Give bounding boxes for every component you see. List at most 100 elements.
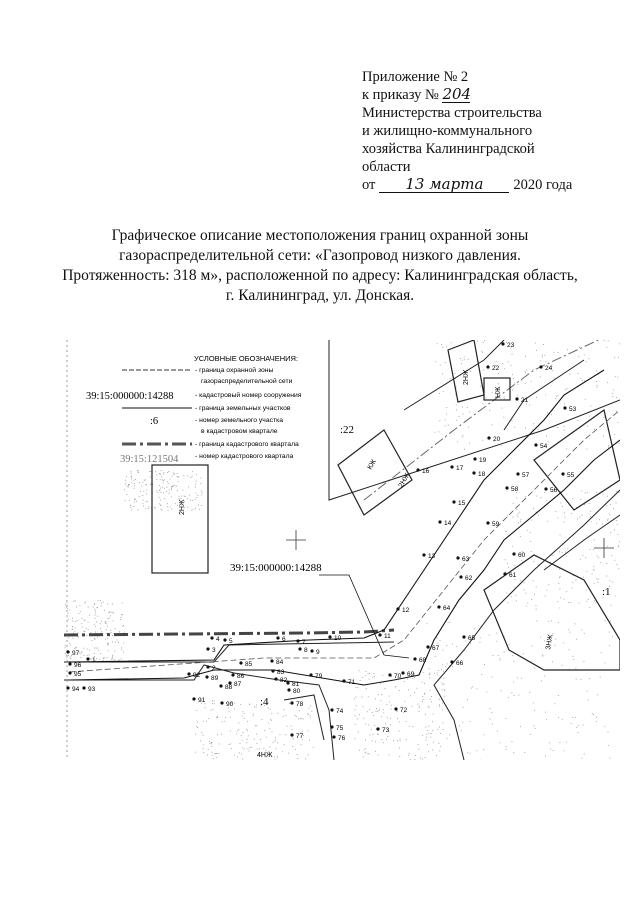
boundary-point-marker	[309, 673, 313, 677]
ministry-line-2: и жилищно-коммунального	[362, 123, 533, 139]
title-line-2: газораспределительной сети: «Газопровод …	[119, 247, 521, 264]
boundary-point-marker	[516, 472, 520, 476]
boundary-point-number: 53	[569, 406, 577, 413]
legend-item-1: - граница охранной зоны	[195, 366, 274, 374]
parcel-boundaries	[64, 340, 620, 760]
boundary-point-number: 54	[540, 443, 548, 450]
boundary-point-marker	[287, 688, 291, 692]
boundary-point-number: 73	[382, 727, 390, 734]
protection-zone	[68, 369, 620, 686]
building-label-4: 2НЖ	[463, 369, 470, 385]
boundary-point-number: 84	[276, 659, 284, 666]
building-label-2: КЖ	[367, 458, 379, 471]
boundary-point-marker	[426, 645, 430, 649]
boundary-point-marker	[332, 735, 336, 739]
ministry-line-4: области	[362, 159, 411, 175]
appendix-number: Приложение № 2	[362, 69, 469, 85]
boundary-point-marker	[239, 661, 243, 665]
boundary-point-marker	[330, 725, 334, 729]
boundary-point-marker	[539, 365, 543, 369]
legend-item-3: - кадастровый номер сооружения	[195, 391, 302, 399]
boundary-point-marker	[66, 650, 70, 654]
boundary-point-number: 72	[400, 707, 408, 714]
boundary-point-number: 94	[72, 686, 80, 693]
document-title: Графическое описание местоположения гран…	[40, 226, 600, 306]
order-prefix: к приказу №	[362, 87, 439, 103]
legend-item-5: - номер земельного участка	[195, 417, 283, 424]
boundary-point-number: 22	[492, 365, 500, 372]
boundary-point-marker	[462, 635, 466, 639]
quarter-boundary	[64, 628, 395, 637]
date-suffix: 2020 года	[513, 177, 573, 193]
title-line-3: Протяженность: 318 м», расположенной по …	[62, 267, 578, 284]
boundary-point-marker	[487, 436, 491, 440]
boundary-point-marker	[437, 605, 441, 609]
boundary-point-number: 93	[88, 686, 96, 693]
boundary-point-number: 78	[296, 701, 304, 708]
boundary-point-marker	[219, 684, 223, 688]
boundary-point-marker	[501, 342, 505, 346]
boundary-point-number: 3	[212, 647, 216, 654]
boundary-point-number: 91	[198, 697, 206, 704]
boundary-point-marker	[82, 686, 86, 690]
boundary-point-number: 85	[245, 661, 253, 668]
boundary-point-number: 9	[316, 649, 320, 656]
boundary-point-marker	[342, 679, 346, 683]
boundary-point-marker	[396, 607, 400, 611]
structure-leader-line	[319, 574, 410, 659]
boundary-point-marker	[206, 647, 210, 651]
boundary-point-marker	[473, 457, 477, 461]
boundary-point-number: 80	[293, 688, 301, 695]
boundary-point-marker	[286, 681, 290, 685]
boundary-point-marker	[276, 636, 280, 640]
boundary-point-marker	[271, 669, 275, 673]
boundary-point-marker	[328, 635, 332, 639]
boundary-point-number: 24	[545, 365, 553, 372]
legend-item-7: - граница кадастрового квартала	[195, 441, 299, 448]
legend-item-6: в кадастровом квартале	[201, 428, 278, 435]
gas-pipe-centerline	[68, 409, 620, 673]
boundary-point-number: 10	[334, 635, 342, 642]
boundary-point-number: 83	[277, 669, 285, 676]
boundary-point-marker	[422, 553, 426, 557]
legend: УСЛОВНЫЕ ОБОЗНАЧЕНИЯ: - граница охранной…	[86, 354, 302, 465]
parcel-label-1: :1	[602, 586, 611, 598]
boundary-point-marker	[438, 520, 442, 524]
boundary-point-number: 97	[72, 650, 80, 657]
boundary-point-number: 6	[282, 636, 286, 643]
map-drawing: УСЛОВНЫЕ ОБОЗНАЧЕНИЯ: - граница охранной…	[64, 340, 620, 760]
boundary-point-marker	[290, 701, 294, 705]
boundary-point-marker	[378, 633, 382, 637]
boundary-point-number: 7	[302, 639, 306, 646]
ministry-line-1: Министерства строительства	[362, 105, 542, 121]
building-label-7: 4НЖ	[257, 752, 273, 759]
boundary-point-number: 23	[507, 342, 515, 349]
boundary-point-number: 82	[280, 677, 288, 684]
boundary-point-number: 70	[394, 673, 402, 680]
boundary-point-marker	[486, 365, 490, 369]
boundary-point-number: 95	[74, 671, 82, 678]
boundary-point-marker	[472, 471, 476, 475]
legend-item-8: - номер кадастрового квартала	[195, 453, 294, 460]
boundary-point-marker	[534, 443, 538, 447]
boundary-point-marker	[450, 660, 454, 664]
boundary-point-number: 4	[216, 636, 220, 643]
boundary-point-marker	[270, 659, 274, 663]
boundary-point-number: 12	[402, 607, 410, 614]
boundary-point-marker	[401, 671, 405, 675]
building-label-1: 2НЖ	[179, 499, 186, 515]
legend-item-4: - граница земельных участков	[195, 405, 291, 412]
boundary-point-number: 88	[225, 684, 233, 691]
boundary-point-marker	[187, 672, 191, 676]
boundary-point-number: 17	[456, 465, 464, 472]
boundary-point-marker	[274, 677, 278, 681]
title-line-4: г. Калининград, ул. Донская.	[225, 287, 415, 304]
date-prefix: от	[362, 177, 376, 193]
parcel-label-22: :22	[340, 424, 354, 436]
building-label-3: 2НЖ	[398, 472, 412, 489]
title-line-1: Графическое описание местоположения гран…	[111, 227, 529, 244]
buildings	[151, 340, 620, 671]
boundary-point-marker	[515, 397, 519, 401]
boundary-point-number: 64	[443, 605, 451, 612]
